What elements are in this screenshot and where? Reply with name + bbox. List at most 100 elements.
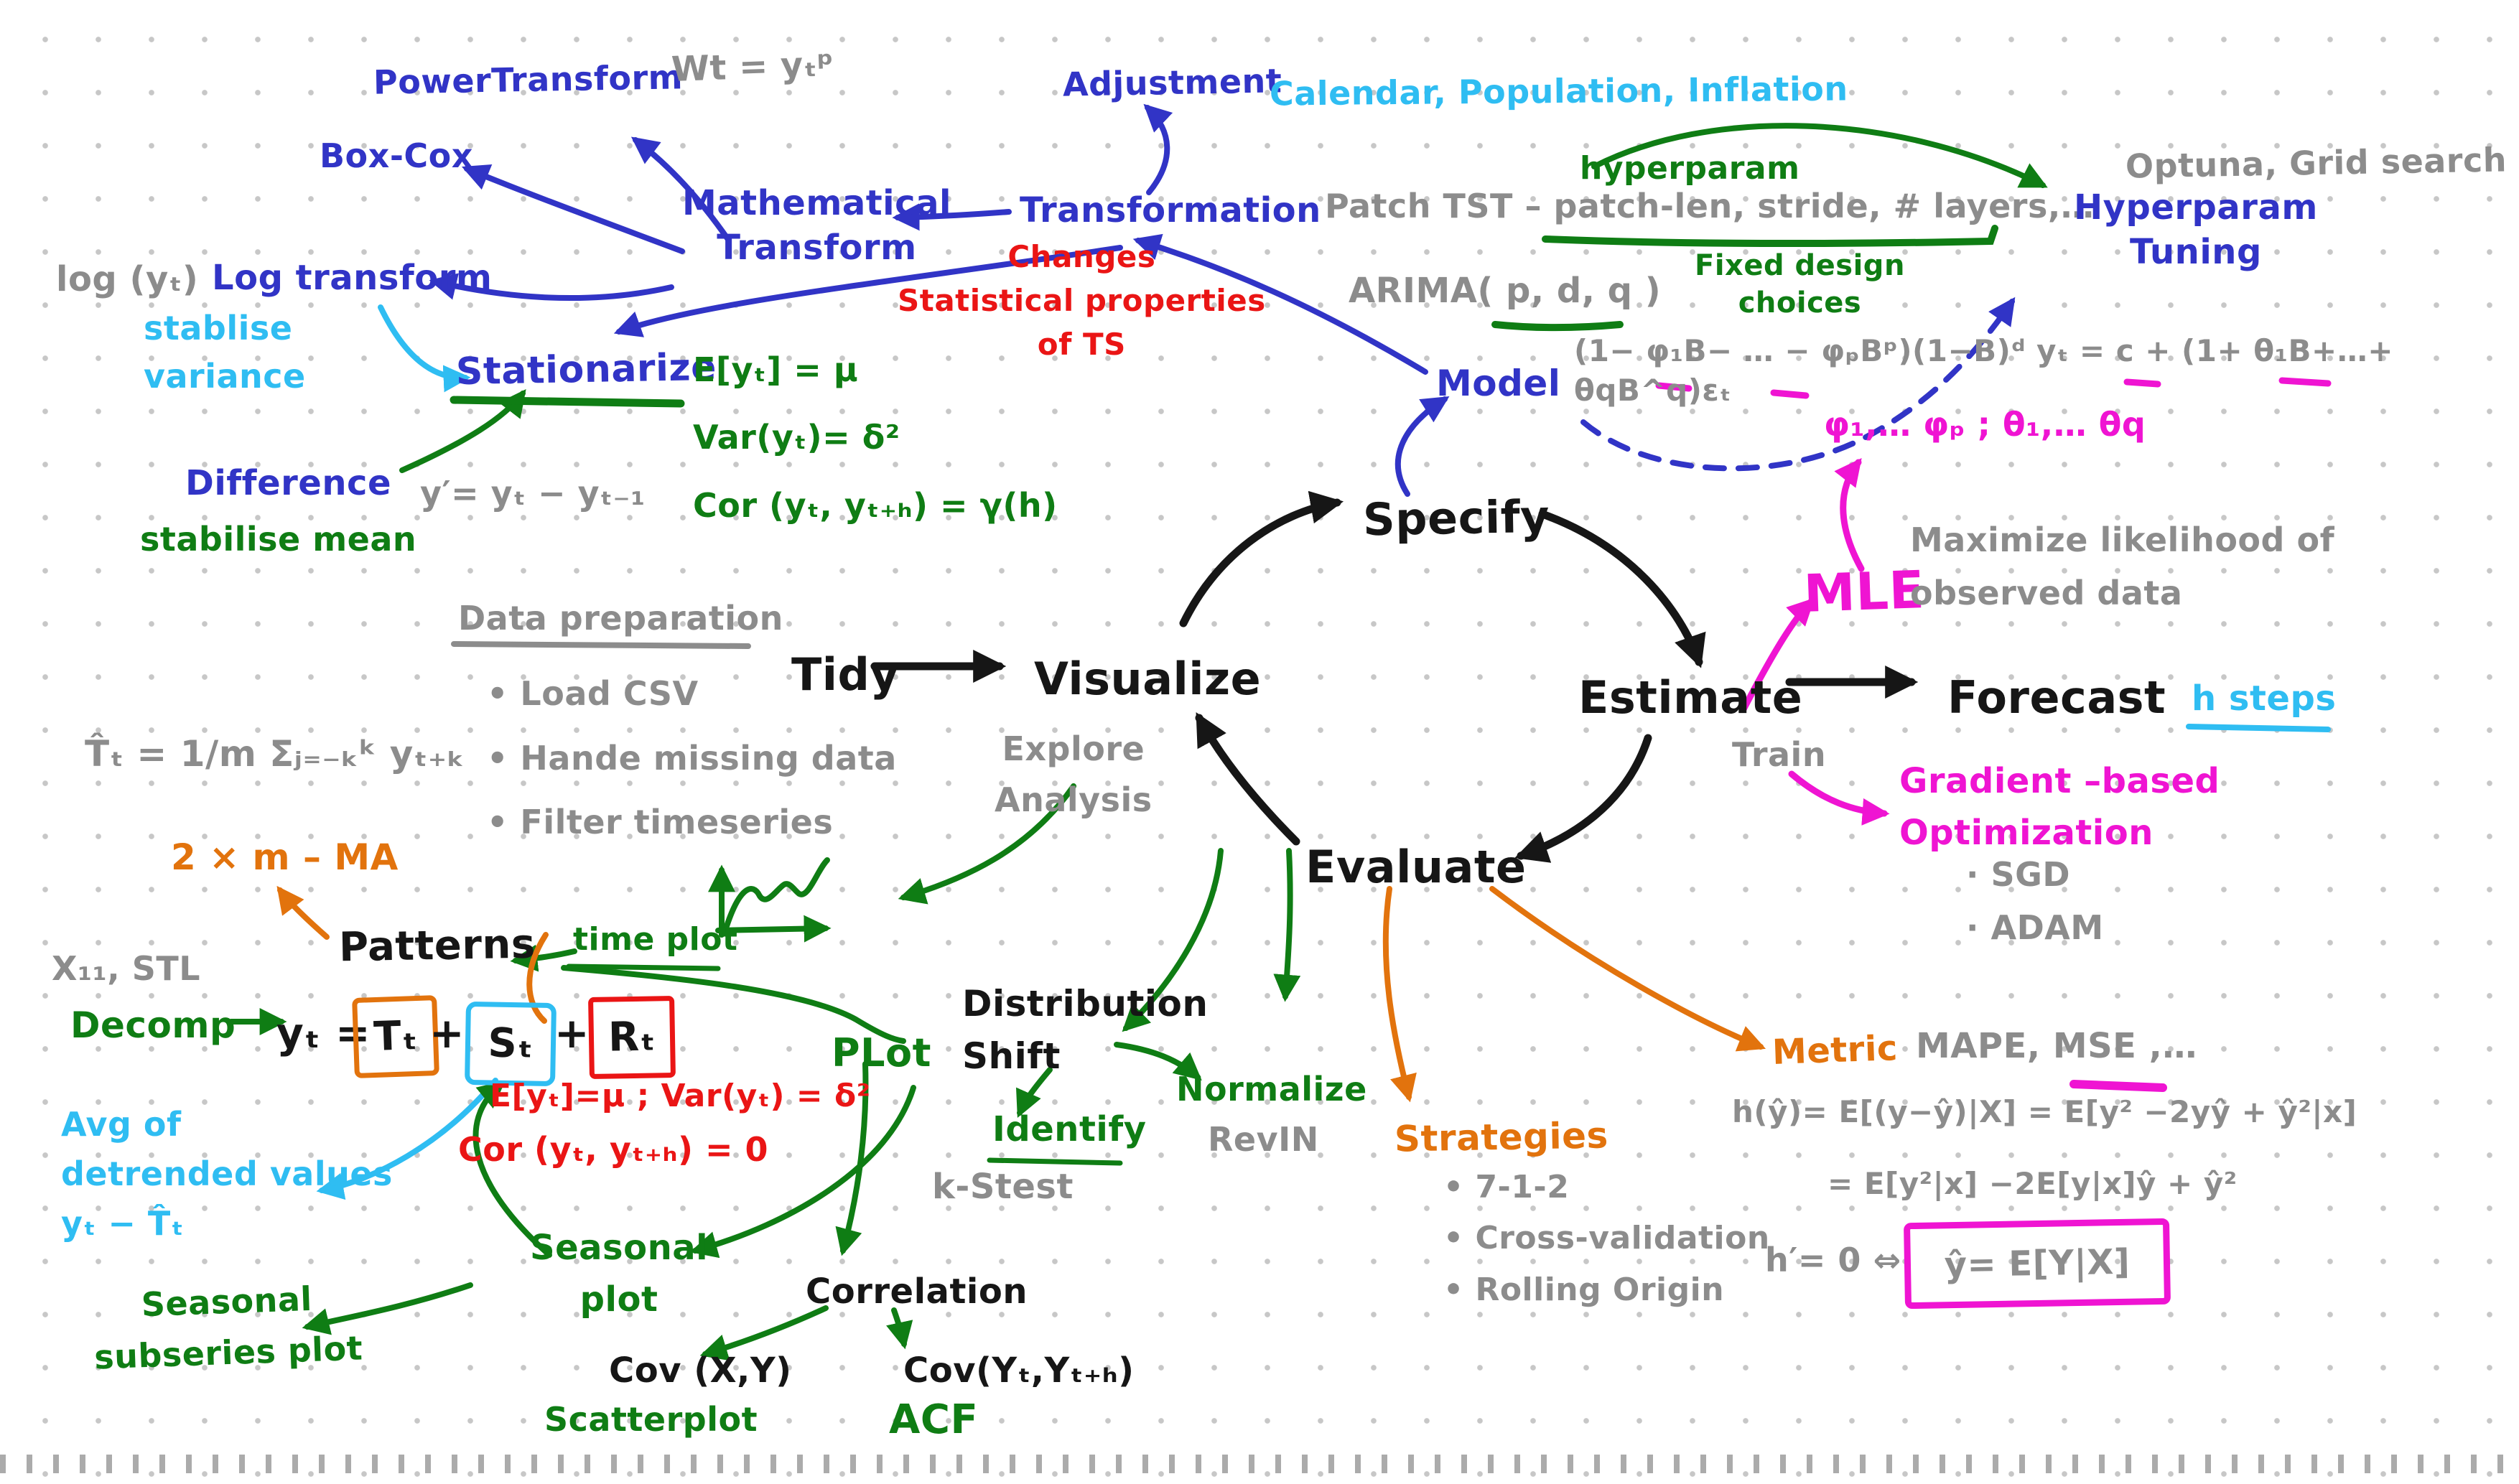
maximize-likelihood-note: Maximize likelihood of observed data bbox=[1910, 521, 2335, 612]
cycle-visualize: Visualize bbox=[1034, 653, 1262, 705]
distribution-shift-label: Distribution Shift bbox=[962, 983, 1209, 1077]
decomposition-lhs: yₜ = bbox=[276, 1009, 371, 1058]
cycle-forecast: Forecast bbox=[1947, 671, 2166, 724]
arrow-estimate-evaluate bbox=[1514, 734, 1652, 863]
log-formula: log (yₜ) bbox=[56, 259, 199, 299]
arrow-specify-model bbox=[1394, 396, 1450, 497]
identify-label: Identify bbox=[992, 1109, 1147, 1149]
stationarity-properties: E[yₜ] = μ Var(yₜ)= δ² Cor (yₜ, yₜ₊ₕ) = γ… bbox=[693, 350, 1058, 525]
moving-average-formula: T̂ₜ = 1/m Σⱼ₌₋ₖᵏ yₜ₊ₖ bbox=[85, 733, 465, 775]
arrow-patterns-ma bbox=[276, 885, 330, 940]
cycle-evaluate: Evaluate bbox=[1305, 841, 1527, 893]
arrow-visualize-specify bbox=[1179, 490, 1344, 627]
arrow-correlation-covyt bbox=[886, 1307, 913, 1350]
optuna-gridsearch-label: Optuna, Grid search bbox=[2125, 140, 2508, 186]
trend-term: Tₜ bbox=[373, 1012, 419, 1060]
decomposition-plus-1: + bbox=[429, 1009, 465, 1058]
yhat-expectation-box: ŷ= E[Y|X] bbox=[1903, 1218, 2171, 1310]
normalize-label: Normalize bbox=[1176, 1070, 1367, 1109]
patterns-label: Patterns bbox=[338, 920, 536, 971]
box-cox-label: Box-Cox bbox=[320, 136, 473, 175]
moving-average-label: 2 × m – MA bbox=[171, 836, 399, 878]
trend-term-box: Tₜ bbox=[352, 994, 439, 1079]
arrow-transformation-adjustment bbox=[1143, 103, 1173, 195]
arima-backshift-formula: (1− φ₁B− … − φₚBᵖ)(1−B)ᵈ yₜ = c + (1+ θ₁… bbox=[1574, 333, 2393, 408]
seasonal-term: Sₜ bbox=[487, 1019, 534, 1068]
metric-label: Metric bbox=[1771, 1027, 1899, 1073]
h-prime-label: h′= 0 ⇔ bbox=[1765, 1241, 1901, 1279]
remainder-term: Rₜ bbox=[607, 1013, 656, 1061]
seasonal-subseries-label: Seasonal subseries plot bbox=[93, 1279, 364, 1377]
arima-label: ARIMA( p, d, q ) bbox=[1349, 271, 1662, 311]
changes-note: Changes Statistical properties of TS bbox=[898, 239, 1266, 362]
fixed-design-label: Fixed design choices bbox=[1695, 249, 1905, 319]
x11-stl-label: X₁₁, STL bbox=[52, 949, 201, 988]
strategies-items: • 7-1-2 • Cross-validation • Rolling Ori… bbox=[1443, 1169, 1770, 1308]
underline-mse bbox=[2069, 1080, 2167, 1092]
data-preparation-items: • Load CSV • Hande missing data • Filter… bbox=[487, 674, 897, 842]
adjustment-label: Adjustment bbox=[1062, 61, 1282, 104]
stationarize-label: Stationarize bbox=[455, 345, 717, 394]
underline-stationarize bbox=[450, 396, 685, 408]
mle-label: MLE bbox=[1802, 559, 1926, 624]
yhat-expectation-label: ŷ= E[Y|X] bbox=[1944, 1241, 2131, 1286]
seasonal-term-box: Sₜ bbox=[464, 1001, 557, 1087]
transformation-label: Transformation bbox=[1020, 190, 1321, 230]
metric-list: MAPE, MSE ,… bbox=[1916, 1026, 2197, 1066]
mse-derivation-line1: h(ŷ)= E[(y−ŷ)|X] = E[y² −2yŷ + ŷ²|x] bbox=[1732, 1094, 2357, 1129]
remainder-term-box: Rₜ bbox=[588, 995, 676, 1080]
power-transform-label: PowerTransform bbox=[373, 57, 684, 102]
coefficients-label: φ₁,… φₚ ; θ₁,… θq bbox=[1824, 405, 2146, 444]
scatterplot-label: Scatterplot bbox=[544, 1400, 758, 1439]
correlation-label: Correlation bbox=[806, 1271, 1028, 1312]
underline-patch-params bbox=[1542, 225, 1998, 248]
log-transform-label: Log transform bbox=[212, 258, 493, 298]
arrow-correlation-covxy bbox=[699, 1305, 829, 1361]
arrow-train-gradient bbox=[1788, 770, 1890, 826]
h-steps-label: h steps bbox=[2192, 678, 2337, 719]
power-transform-formula: Wt = yₜᵖ bbox=[671, 44, 835, 90]
ks-test-label: k-Stest bbox=[932, 1167, 1074, 1207]
stabilise-mean-label: stabilise mean bbox=[140, 520, 417, 559]
cycle-specify: Specify bbox=[1362, 490, 1550, 546]
decomposition-plus-2: + bbox=[554, 1009, 590, 1058]
arrow-evaluate-visualize bbox=[1195, 711, 1300, 846]
strategies-label: Strategies bbox=[1394, 1114, 1609, 1160]
optimizers-list: · SGD · ADAM bbox=[1966, 855, 2104, 947]
data-preparation-title: Data preparation bbox=[458, 599, 783, 638]
mathematical-transform-label: Mathematical Transform bbox=[682, 183, 951, 269]
time-plot-label: time plot bbox=[573, 921, 738, 958]
arrow-visualize-distribution bbox=[1273, 848, 1301, 1002]
cov-ytyth-label: Cov(Yₜ,Yₜ₊ₕ) bbox=[903, 1350, 1135, 1391]
arrow-logtransform-stationarize bbox=[378, 304, 471, 393]
underline-data-preparation bbox=[451, 641, 751, 649]
decomp-label: Decomp bbox=[70, 1004, 236, 1046]
underline-pdq bbox=[1491, 321, 1624, 332]
train-label: Train bbox=[1732, 735, 1827, 774]
sketch-timeplot-series bbox=[724, 857, 830, 929]
hyperparam-label: hyperparam bbox=[1580, 150, 1800, 187]
arrow-difference-stationarize bbox=[399, 388, 526, 473]
seasonal-stationarity-eq2: Cor (yₜ, yₜ₊ₕ) = 0 bbox=[458, 1130, 769, 1169]
underline-timeplot bbox=[566, 963, 721, 971]
seasonal-stationarity-eq1: E[yₜ]=μ ; Var(yₜ) = δ² bbox=[490, 1078, 871, 1114]
arrow-evaluate-strategies bbox=[1382, 886, 1417, 1103]
mse-derivation-line2: = E[y²|x] −2E[y|x]ŷ + ŷ² bbox=[1827, 1166, 2238, 1201]
model-label: Model bbox=[1436, 363, 1561, 404]
patch-tst-label: Patch TST – patch-len, stride, # layers,… bbox=[1325, 187, 2095, 225]
acf-label: ACF bbox=[889, 1396, 979, 1443]
difference-label: Difference bbox=[185, 463, 392, 503]
cycle-estimate: Estimate bbox=[1578, 671, 1803, 724]
cov-xy-label: Cov (X,Y) bbox=[609, 1350, 792, 1391]
seasonal-plot-label: Seasonal plot bbox=[530, 1228, 709, 1320]
bottom-tick-row bbox=[0, 1455, 2519, 1473]
stablise-variance-label: stablise variance bbox=[144, 309, 306, 396]
explore-analysis-label: Explore Analysis bbox=[995, 729, 1153, 820]
gradient-optimization-label: Gradient –based Optimization bbox=[1899, 761, 2220, 853]
underline-h-steps bbox=[2186, 724, 2331, 732]
arrow-mathtransform-boxcox bbox=[461, 164, 685, 254]
difference-formula: y′= yₜ − yₜ₋₁ bbox=[420, 474, 646, 513]
plot-label: PLot bbox=[832, 1030, 931, 1075]
arrow-evaluate-metric bbox=[1489, 886, 1766, 1052]
